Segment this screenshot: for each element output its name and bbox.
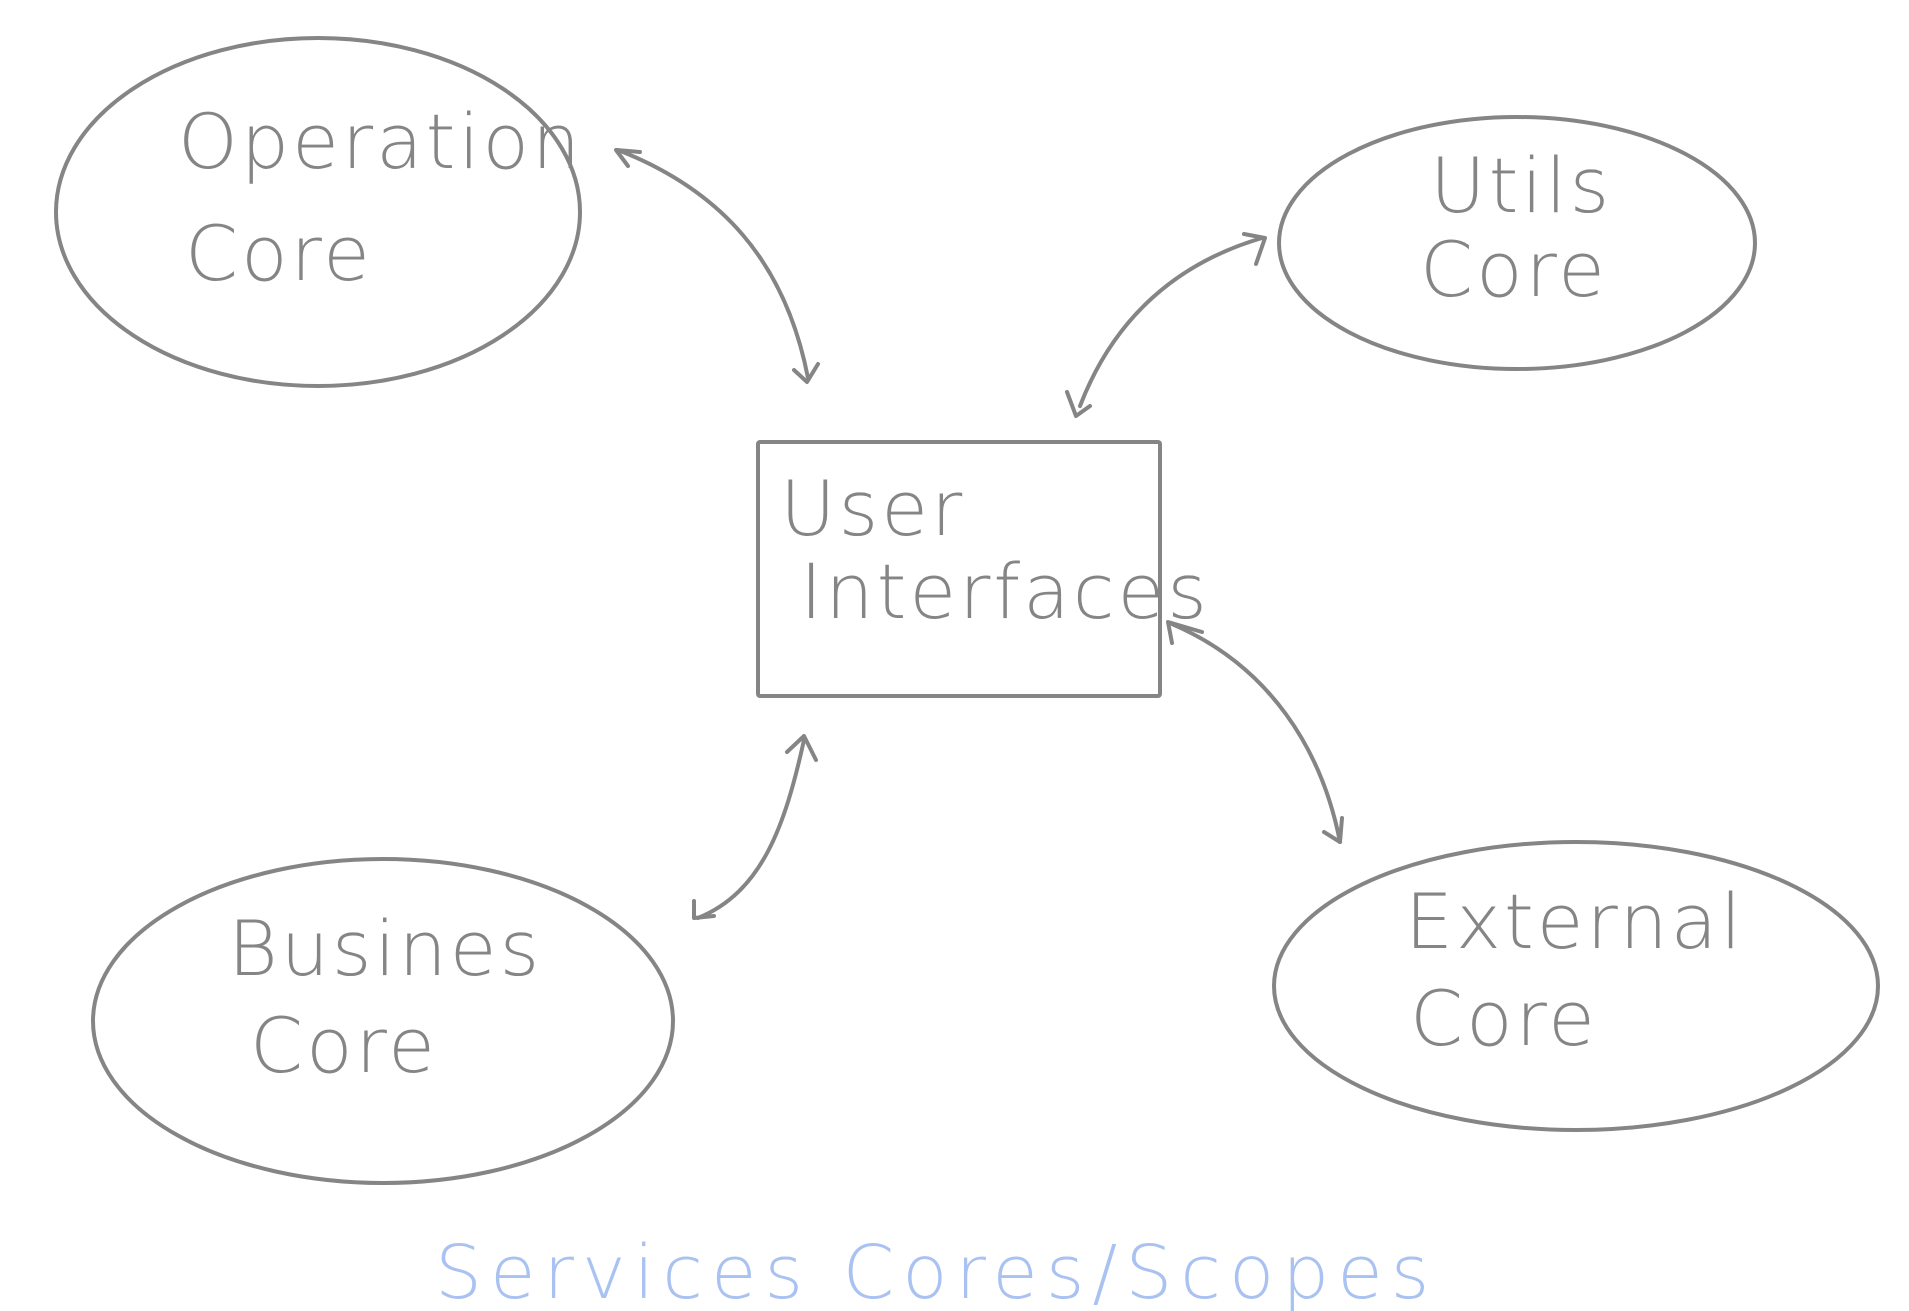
- operation-core-label-line1: Operation: [178, 97, 583, 186]
- business-core-label-line2: Core: [250, 1001, 438, 1090]
- connector-business-ui: [692, 734, 818, 920]
- connector-utils-ui-arrowhead-end: [1065, 390, 1092, 418]
- connector-external-ui-arrowhead-start: [1166, 620, 1204, 645]
- connector-operation-ui-arrowhead-end: [792, 362, 820, 384]
- connector-operation-ui-line: [616, 148, 810, 380]
- connector-external-ui-arrowhead-end: [1322, 816, 1344, 844]
- connector-operation-ui: [614, 148, 820, 384]
- connector-operation-ui-arrowhead-start: [614, 148, 642, 168]
- external-core-label-line1: External: [1405, 877, 1744, 966]
- connector-external-ui-line: [1170, 622, 1342, 844]
- connector-utils-ui-line: [1078, 236, 1264, 408]
- node-business-core: Busines Core: [91, 857, 675, 1185]
- connector-business-ui-line: [696, 738, 806, 920]
- connector-utils-ui-arrowhead-start: [1242, 232, 1267, 266]
- utils-core-label-line1: Utils: [1430, 141, 1612, 230]
- utils-core-label-line2: Core: [1420, 225, 1608, 314]
- business-core-label-line1: Busines: [228, 904, 542, 993]
- operation-core-ellipse: [54, 36, 582, 388]
- user-interfaces-box: [756, 440, 1162, 698]
- node-external-core: External Core: [1272, 840, 1880, 1132]
- node-user-interfaces: User Interfaces: [756, 440, 1210, 698]
- connector-business-ui-arrowhead-start: [692, 899, 716, 920]
- connector-external-ui: [1166, 620, 1344, 844]
- diagram-caption: Services Cores/Scopes: [435, 1230, 1437, 1311]
- node-utils-core: Utils Core: [1277, 115, 1757, 371]
- connector-utils-ui: [1065, 232, 1267, 418]
- external-core-label-line2: Core: [1410, 974, 1598, 1063]
- connector-business-ui-arrowhead-end: [785, 734, 818, 762]
- user-interfaces-label-line1: User: [780, 464, 965, 553]
- utils-core-ellipse: [1277, 115, 1757, 371]
- operation-core-label-line2: Core: [185, 209, 373, 298]
- external-core-ellipse: [1272, 840, 1880, 1132]
- node-operation-core: Operation Core: [54, 36, 583, 388]
- business-core-ellipse: [91, 857, 675, 1185]
- user-interfaces-label-line2: Interfaces: [800, 547, 1210, 636]
